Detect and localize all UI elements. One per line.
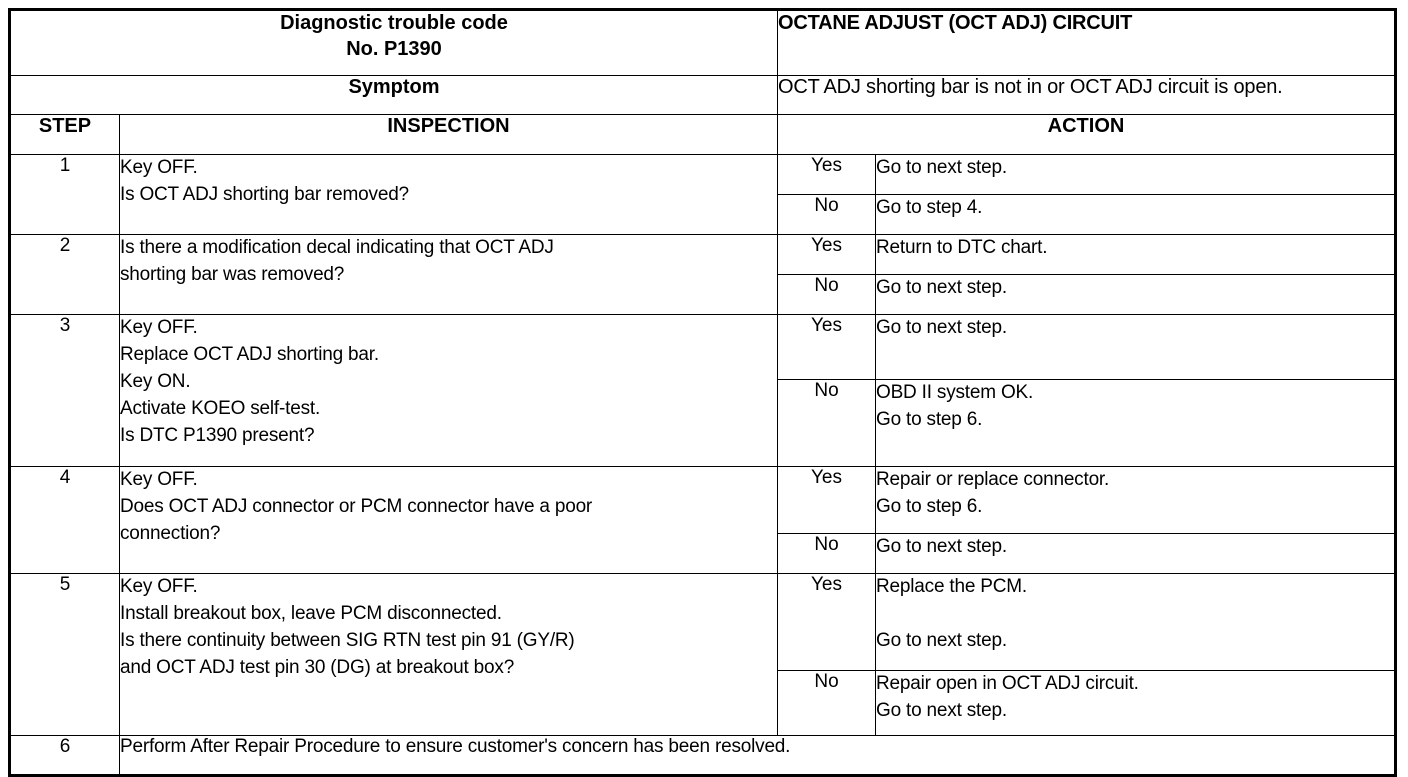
action-cell-yes: Go to next step. [874, 314, 1397, 380]
inspection-line: Key ON. [120, 370, 191, 392]
inspection-cell: Key OFF. Install breakout box, leave PCM… [119, 573, 778, 736]
action-line: Replace the PCM. [876, 576, 1027, 597]
inspection-line: and OCT ADJ test pin 30 (DG) at breakout… [120, 656, 515, 678]
table-row: 5 Key OFF. Install breakout box, leave P… [9, 573, 1397, 736]
action-cell-no: OBD II system OK. Go to step 6. [874, 379, 1397, 467]
inspection-line: Is there a modification decal indicating… [120, 237, 554, 258]
step-number: 1 [9, 154, 120, 235]
inspection-line: Is OCT ADJ shorting bar removed? [120, 183, 409, 205]
answer-yes: Yes [777, 234, 876, 275]
inspection-line: Is DTC P1390 present? [120, 424, 315, 446]
inspection-line: Is there continuity between SIG RTN test… [120, 629, 575, 651]
table-row: 1 Key OFF. Is OCT ADJ shorting bar remov… [9, 154, 1397, 235]
inspection-line: Key OFF. [120, 576, 198, 597]
action-line-blank [876, 601, 1394, 628]
action-line: Repair or replace connector. [876, 469, 1110, 490]
symptom-text: OCT ADJ shorting bar is not in or OCT AD… [776, 75, 1397, 115]
action-cell-yes: Go to next step. [874, 154, 1397, 195]
answer-yes: Yes [777, 466, 876, 534]
action-line: OBD II system OK. [876, 382, 1034, 403]
diagnostic-trouble-code-table: Diagnostic trouble code No. P1390 OCTANE… [8, 8, 1398, 777]
column-header-action: ACTION [776, 114, 1397, 155]
inspection-cell: Key OFF. Does OCT ADJ connector or PCM c… [119, 466, 778, 574]
action-cell-yes: Return to DTC chart. [874, 234, 1397, 275]
answer-no: No [777, 379, 876, 467]
final-row-instruction: Perform After Repair Procedure to ensure… [118, 735, 1397, 776]
step-number: 6 [9, 735, 120, 776]
table-row-no: No Go to next step. [10, 274, 1397, 315]
inspection-line: Replace OCT ADJ shorting bar. [120, 343, 379, 365]
table-body: Diagnostic trouble code No. P1390 OCTANE… [9, 9, 1397, 776]
inspection-line: Key OFF. [120, 469, 198, 490]
action-cell-no: Go to step 4. [874, 194, 1397, 235]
table-row-no: No Repair open in OCT ADJ circuit. Go to… [10, 670, 1397, 736]
table-row: 3 Key OFF. Replace OCT ADJ shorting bar.… [9, 314, 1397, 467]
action-line: Go to next step. [876, 157, 1007, 178]
answer-no: No [777, 274, 876, 315]
step-number: 5 [9, 573, 120, 736]
step-number: 4 [9, 466, 120, 574]
action-line: Go to next step. [876, 629, 1007, 651]
action-line: Return to DTC chart. [876, 237, 1048, 258]
action-line: Go to step 6. [876, 408, 983, 430]
step-number: 2 [9, 234, 120, 315]
table-row-no: No Go to step 4. [10, 194, 1397, 235]
answer-yes: Yes [777, 573, 876, 671]
header-row-dtc: Diagnostic trouble code No. P1390 OCTANE… [9, 9, 1397, 76]
action-cell-yes: Repair or replace connector. Go to step … [874, 466, 1397, 534]
answer-no: No [777, 670, 876, 736]
answer-no: No [777, 194, 876, 235]
step-number: 3 [9, 314, 120, 467]
header-row-symptom: Symptom OCT ADJ shorting bar is not in o… [9, 75, 1397, 115]
action-cell-yes: Replace the PCM. Go to next step. [874, 573, 1397, 671]
inspection-line: Key OFF. [120, 317, 198, 338]
table-row-no: No OBD II system OK. Go to step 6. [10, 379, 1397, 467]
dtc-label-line1: Diagnostic trouble code [280, 12, 508, 34]
dtc-code-cell: Diagnostic trouble code No. P1390 [9, 9, 778, 76]
answer-yes: Yes [777, 314, 876, 380]
action-line: Go to step 6. [876, 495, 983, 517]
inspection-line: shorting bar was removed? [120, 263, 345, 285]
column-header-step: STEP [9, 114, 120, 155]
inspection-cell: Key OFF. Is OCT ADJ shorting bar removed… [119, 154, 778, 235]
table-row: 2 Is there a modification decal indicati… [9, 234, 1397, 315]
table-row-no: No Go to next step. [10, 533, 1397, 574]
inspection-line: Key OFF. [120, 157, 198, 178]
circuit-title-cell: OCTANE ADJUST (OCT ADJ) CIRCUIT [776, 9, 1397, 76]
column-header-row: STEP INSPECTION ACTION [9, 114, 1397, 155]
answer-yes: Yes [777, 154, 876, 195]
action-line: Go to next step. [876, 699, 1007, 721]
inspection-cell: Key OFF. Replace OCT ADJ shorting bar. K… [119, 314, 778, 467]
action-cell-no: Go to next step. [874, 274, 1397, 315]
inspection-line: Activate KOEO self-test. [120, 397, 321, 419]
inspection-line: Does OCT ADJ connector or PCM connector … [120, 495, 593, 517]
inspection-cell: Is there a modification decal indicating… [119, 234, 778, 315]
table-row: 4 Key OFF. Does OCT ADJ connector or PCM… [9, 466, 1397, 574]
table-row-final: 6 Perform After Repair Procedure to ensu… [9, 735, 1397, 776]
action-line: Go to next step. [876, 277, 1007, 298]
dtc-label-line2: No. P1390 [346, 37, 442, 60]
inspection-line: Install breakout box, leave PCM disconne… [120, 602, 502, 624]
action-line: Go to step 4. [876, 197, 983, 218]
action-cell-no: Repair open in OCT ADJ circuit. Go to ne… [874, 670, 1397, 736]
answer-no: No [777, 533, 876, 574]
symptom-label: Symptom [9, 75, 778, 115]
column-header-inspection: INSPECTION [119, 114, 778, 155]
action-cell-no: Go to next step. [874, 533, 1397, 574]
inspection-line: connection? [120, 522, 221, 544]
action-line: Go to next step. [876, 536, 1007, 557]
action-line: Go to next step. [876, 317, 1007, 338]
action-line: Repair open in OCT ADJ circuit. [876, 673, 1139, 694]
